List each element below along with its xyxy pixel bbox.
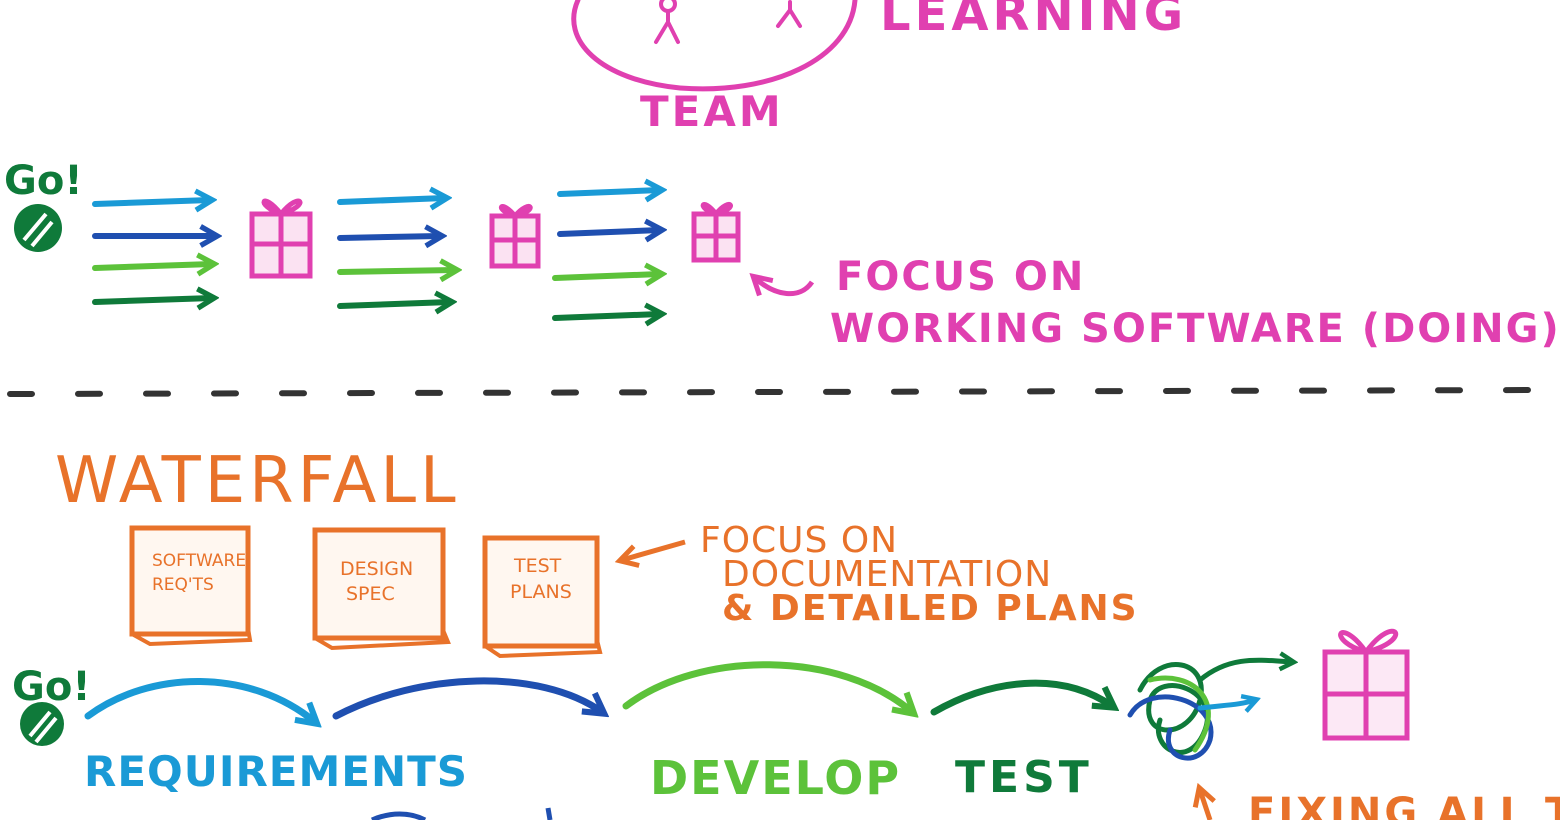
agile-iteration-1 <box>95 200 215 302</box>
partial-stroke <box>548 808 550 820</box>
arrow-icon <box>934 683 1112 712</box>
book-label-line-2: SPEC <box>346 583 395 605</box>
docs-note-line-3: & DETAILED PLANS <box>722 588 1139 629</box>
agile-iteration-3 <box>555 190 660 318</box>
arrow-icon <box>560 190 660 194</box>
gift-icon <box>252 201 310 276</box>
curved-arrow-icon <box>755 278 812 294</box>
section-divider <box>10 390 1545 394</box>
stick-figure-icon <box>656 0 678 42</box>
phase-label-requirements: REQUIREMENTS <box>84 747 468 796</box>
arrow-icon <box>340 302 450 306</box>
book-design-spec: DESIGN SPEC <box>315 530 448 648</box>
agile-iteration-2 <box>340 198 455 306</box>
arrow-icon <box>626 665 912 712</box>
arrow-icon <box>95 298 212 302</box>
book-label-line-1: DESIGN <box>340 558 413 580</box>
arrow-icon <box>560 230 660 234</box>
agile-go-label: Go! <box>4 158 83 204</box>
gift-icon <box>694 204 738 260</box>
arrow-icon <box>95 264 212 268</box>
waterfall-go-label: Go! <box>12 664 91 710</box>
tangled-bugs-icon <box>1130 660 1292 758</box>
arrow-icon <box>88 681 315 722</box>
book-test-plans: TEST PLANS <box>485 538 600 656</box>
stick-figure-icon <box>778 2 800 26</box>
go-light-icon <box>20 702 64 746</box>
arrow-icon <box>95 200 210 204</box>
arrow-icon <box>340 198 445 202</box>
arrow-icon <box>555 314 660 318</box>
book-label-line-2: REQ'TS <box>152 575 214 595</box>
book-label-line-1: SOFTWARE <box>152 551 246 571</box>
learning-label: LEARNING <box>880 0 1187 42</box>
gift-icon <box>492 206 538 266</box>
agile-focus-line-1: FOCUS ON <box>836 254 1085 300</box>
phase-arrows <box>88 665 1112 722</box>
book-label-line-1: TEST <box>513 555 562 577</box>
phase-label-develop: DEVELOP <box>650 751 901 805</box>
phase-label-test: TEST <box>955 752 1093 803</box>
arrow-icon <box>340 236 440 238</box>
arrow-icon <box>555 274 660 278</box>
arrow-icon <box>340 270 455 272</box>
arrow-icon <box>336 681 602 716</box>
team-circle <box>574 0 855 89</box>
gift-icon <box>1325 631 1407 738</box>
partial-stroke <box>372 814 425 820</box>
book-software-reqts: SOFTWARE REQ'TS <box>132 528 250 644</box>
agile-focus-line-2: WORKING SOFTWARE (DOING) <box>830 306 1560 352</box>
bottom-note: FIXING ALL THE <box>1248 790 1560 820</box>
waterfall-title: WATERFALL <box>55 444 460 518</box>
arrow-icon <box>1200 790 1210 820</box>
book-label-line-2: PLANS <box>510 581 572 603</box>
go-light-icon <box>14 204 62 252</box>
team-label: TEAM <box>640 87 784 136</box>
arrow-icon <box>622 542 685 560</box>
